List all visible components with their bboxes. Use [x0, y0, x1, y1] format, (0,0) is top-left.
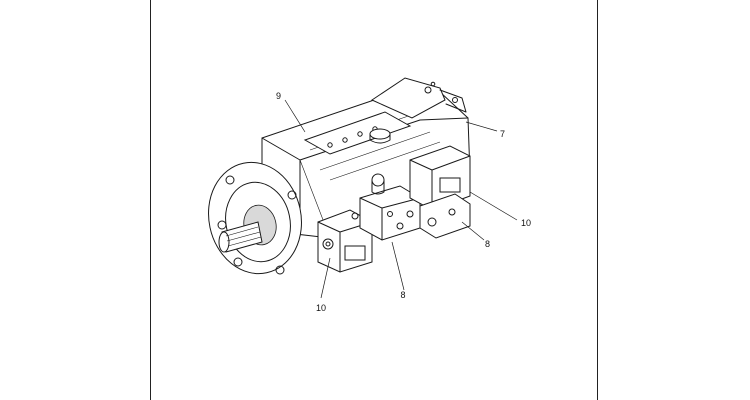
- callout-10-right: 10: [521, 218, 531, 228]
- callout-7: 7: [500, 129, 505, 139]
- regulator-right: [409, 145, 471, 239]
- callout-leaders: [284, 99, 518, 299]
- callout-8-bottom: 8: [400, 290, 405, 300]
- callout-8-right: 8: [485, 239, 490, 249]
- drawing-frame: [150, 0, 598, 400]
- callout-9: 9: [276, 91, 281, 101]
- spline-shaft: [218, 221, 263, 253]
- callout-10-bottom: 10: [316, 303, 326, 313]
- regulator-left: [317, 209, 373, 273]
